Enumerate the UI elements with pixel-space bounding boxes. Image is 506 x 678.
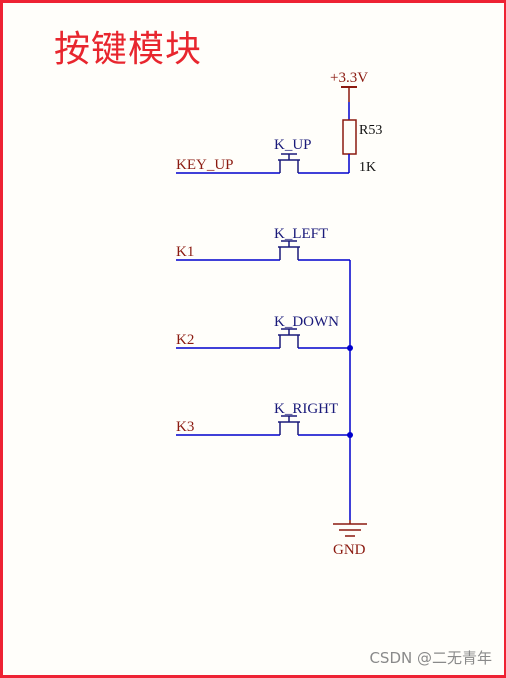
power-label: +3.3V xyxy=(330,70,368,86)
resistor-value: 1K xyxy=(359,160,376,175)
switch-k-down: K_DOWN xyxy=(274,314,339,348)
row-k2: K2 xyxy=(176,332,353,351)
net-label-key-up: KEY_UP xyxy=(176,157,234,173)
switch-label-left: K_LEFT xyxy=(274,226,328,242)
net-label-k3: K3 xyxy=(176,419,194,435)
ground-label: GND xyxy=(333,542,366,558)
resistor-ref: R53 xyxy=(359,123,382,138)
row-k3: K3 xyxy=(176,419,353,438)
switch-label-down: K_DOWN xyxy=(274,314,339,330)
switch-k-left: K_LEFT xyxy=(274,226,328,260)
resistor-r53: R53 1K xyxy=(342,119,382,175)
net-label-k1: K1 xyxy=(176,244,194,260)
switch-label-right: K_RIGHT xyxy=(274,401,338,417)
switch-label-up: K_UP xyxy=(274,137,312,153)
net-label-k2: K2 xyxy=(176,332,194,348)
ground-symbol: GND xyxy=(333,520,367,558)
switch-k-right: K_RIGHT xyxy=(274,401,338,435)
row-key-up: KEY_UP xyxy=(176,157,349,174)
page-title: 按键模块 xyxy=(54,29,203,70)
watermark: CSDN @二无青年 xyxy=(369,649,492,667)
row-k1: K1 xyxy=(176,244,350,261)
switch-k-up: K_UP xyxy=(274,137,312,173)
power-symbol: +3.3V xyxy=(330,70,368,102)
